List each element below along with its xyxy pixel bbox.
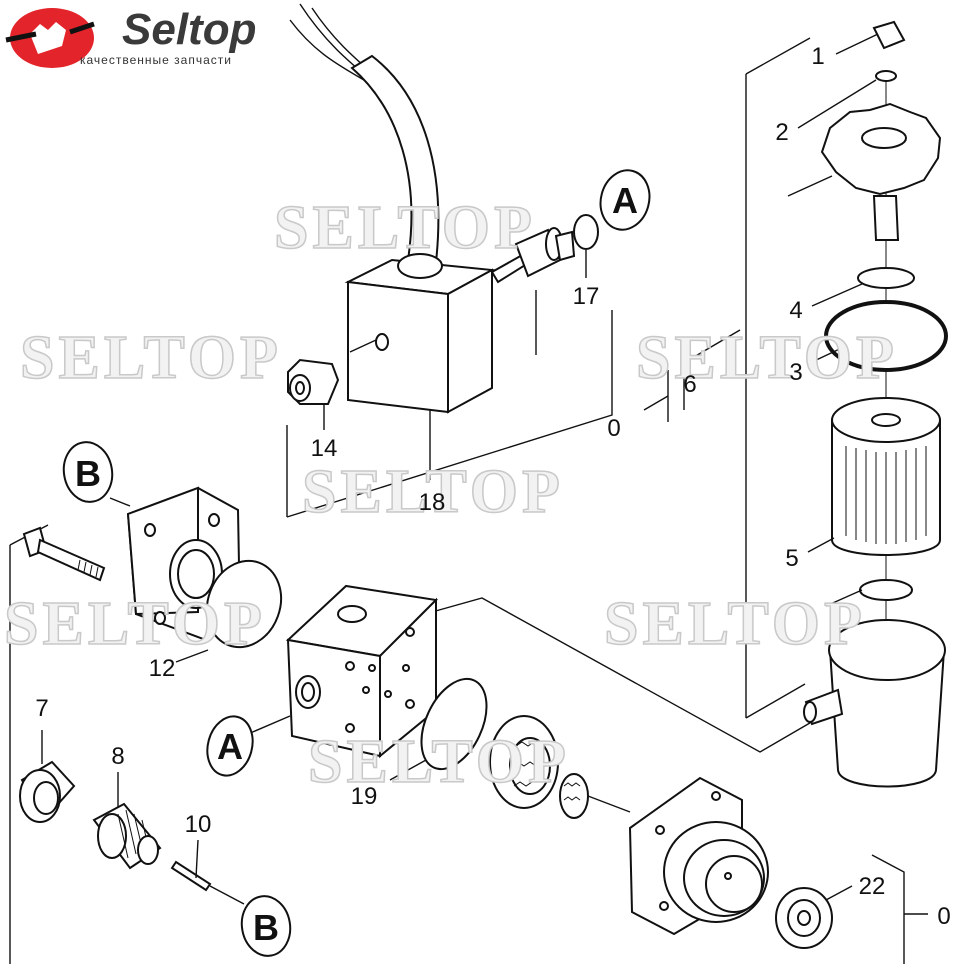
pump-body-a [285, 584, 439, 759]
callout-a-top: A [599, 169, 651, 231]
valve-stem [490, 227, 576, 284]
part-label-19: 19 [351, 783, 378, 810]
logo-brand-text: Seltop [122, 5, 256, 54]
part-labels: 1 2 4 3 6 0 5 17 14 18 12 7 8 19 10 22 0 [35, 43, 950, 930]
logo-tagline: качественные запчасти [80, 53, 232, 67]
callout-letter: B [253, 907, 279, 948]
watermark-text: SELTOP [4, 590, 266, 658]
part-label-3: 3 [789, 359, 802, 386]
o-ring-4 [857, 267, 915, 289]
callout-letter: A [612, 180, 638, 221]
solenoid-coil-block [289, 3, 496, 414]
part-label-0-mid: 0 [607, 415, 620, 442]
part-label-7: 7 [35, 695, 48, 722]
part-label-17: 17 [573, 283, 600, 310]
fist-wrench-icon [30, 22, 66, 54]
part-label-10: 10 [185, 811, 212, 838]
part-label-14: 14 [311, 435, 338, 462]
watermark-text: SELTOP [302, 458, 564, 526]
pin-10 [170, 860, 212, 892]
long-bolt [22, 526, 106, 582]
part-label-22: 22 [859, 873, 886, 900]
valve-bush-8 [92, 802, 162, 870]
wrench-handle-icon [5, 21, 95, 43]
part-label-8: 8 [111, 743, 124, 770]
gear-set [489, 715, 631, 819]
callout-b-bottom: B [240, 895, 292, 957]
watermark-text: SELTOP [20, 324, 282, 392]
watermarks: SELTOP SELTOP SELTOP SELTOP SELTOP SELTO… [3, 193, 898, 797]
end-flange [628, 776, 769, 936]
callout-b-top: B [62, 441, 114, 503]
part-label-0-bottom: 0 [937, 903, 950, 930]
logo: Seltop качественные запчасти [5, 5, 256, 68]
filter-knob [820, 102, 942, 196]
filter-assembly [803, 20, 948, 788]
part-label-2: 2 [775, 119, 788, 146]
watermark-text: SELTOP [274, 194, 536, 262]
callout-a-mid: A [206, 715, 254, 777]
washer-2 [875, 70, 897, 82]
assembly-frames [9, 37, 928, 964]
watermark-text: SELTOP [636, 324, 898, 392]
callout-letter: B [75, 453, 101, 494]
filter-bowl [828, 649, 946, 788]
o-ring-19 [420, 677, 488, 771]
o-ring-3 [824, 300, 948, 372]
part-label-4: 4 [789, 297, 802, 324]
valve-cap-7 [19, 760, 76, 823]
diaphragm-12 [205, 559, 283, 649]
part-label-6: 6 [683, 371, 696, 398]
watermark-text: SELTOP [604, 590, 866, 658]
part-label-12: 12 [149, 655, 176, 682]
screw-1 [872, 20, 906, 50]
hex-nut-14 [287, 358, 340, 405]
shaft-seal-22 [775, 887, 833, 949]
callout-letter: A [217, 726, 243, 767]
part-label-5: 5 [785, 545, 798, 572]
o-ring-17 [573, 214, 599, 250]
part-label-1: 1 [811, 43, 824, 70]
watermark-text: SELTOP [308, 728, 570, 796]
part-label-18: 18 [419, 489, 446, 516]
